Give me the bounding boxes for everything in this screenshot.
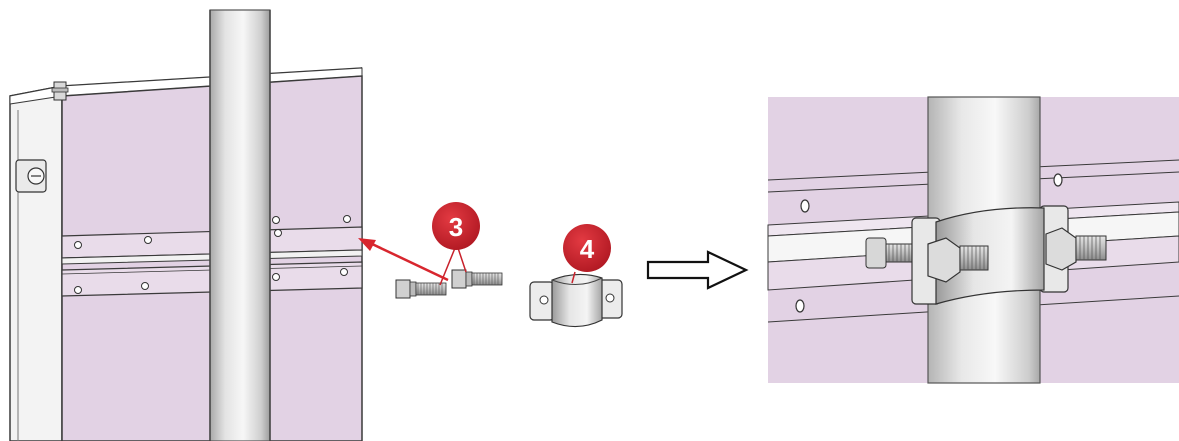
pole xyxy=(209,9,271,441)
detail-bolt-left xyxy=(865,237,917,269)
rail-screws xyxy=(74,215,351,294)
callout-badge-3: 3 xyxy=(432,202,480,250)
detail-clamp xyxy=(911,205,1107,305)
bolt-set xyxy=(395,247,503,299)
detail-view xyxy=(767,96,1179,384)
callout-badge-4: 4 xyxy=(563,224,611,272)
bolt-2 xyxy=(451,269,503,289)
side-lock xyxy=(15,159,47,193)
cabinet-assembly xyxy=(9,67,363,441)
right-outline-arrow-icon xyxy=(646,250,749,290)
cable-gland xyxy=(51,81,69,101)
callout-label-3: 3 xyxy=(449,212,463,242)
callout-label-4: 4 xyxy=(580,234,595,264)
pole-clamp xyxy=(529,271,623,328)
bolt-1 xyxy=(395,279,447,299)
red-left-arrow-icon xyxy=(358,238,449,282)
